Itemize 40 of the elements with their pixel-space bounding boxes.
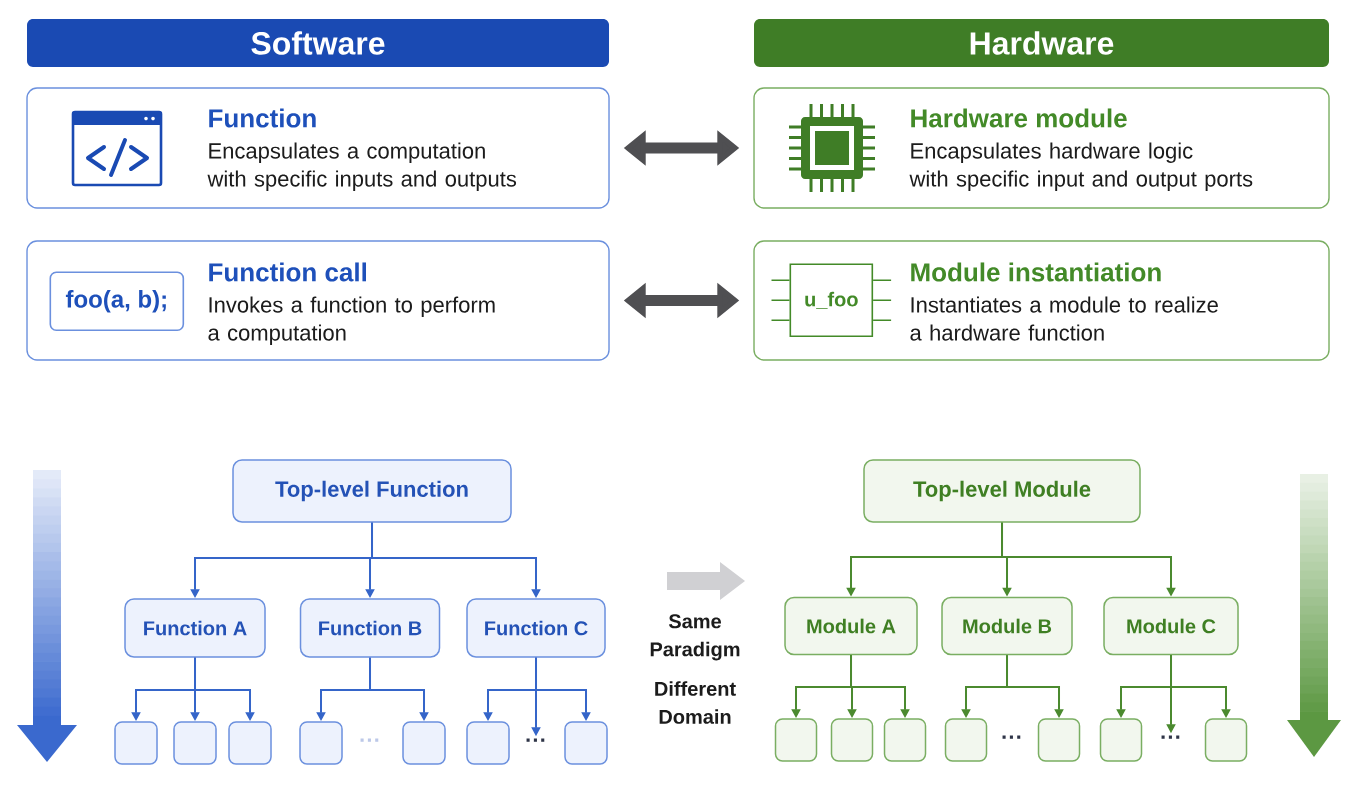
- ellipsis: ···: [360, 738, 379, 742]
- hierarchy-box: Module A: [784, 596, 918, 656]
- module-block: u_foo: [770, 263, 892, 338]
- empty-box: [774, 718, 818, 762]
- header-bar: Software: [27, 19, 609, 67]
- ellipsis: ···: [526, 738, 545, 742]
- empty-box: [1037, 718, 1081, 762]
- card-text: Encapsulates hardware logic with specific input and output ports: [909, 142, 1253, 191]
- card-title: Function call: [209, 262, 366, 282]
- code-snippet-box: foo(a, b);: [49, 271, 185, 332]
- empty-box: [299, 721, 343, 765]
- empty-box: [228, 721, 272, 765]
- empty-box: [944, 718, 988, 762]
- card-title: Hardware module: [911, 108, 1127, 128]
- hierarchy-box: Function A: [124, 598, 266, 658]
- empty-box: [1204, 718, 1248, 762]
- card-text: Instantiates a module to realize a hardware function: [910, 296, 1218, 341]
- card-title: Module instantiation: [911, 262, 1161, 282]
- header-bar: Hardware: [754, 19, 1329, 67]
- ellipsis: ···: [1002, 735, 1021, 739]
- card-title: Function: [209, 108, 316, 128]
- empty-box: [466, 721, 510, 765]
- hierarchy-box: Top-level Module: [863, 459, 1141, 523]
- empty-box: [114, 721, 158, 765]
- ellipsis: ···: [1161, 735, 1180, 739]
- empty-box: [883, 718, 927, 762]
- hierarchy-box: Function B: [299, 598, 441, 658]
- side-note: Same Paradigm: [650, 614, 740, 661]
- empty-box: [173, 721, 217, 765]
- empty-box: [402, 721, 446, 765]
- empty-box: [830, 718, 874, 762]
- hierarchy-box: Module C: [1103, 596, 1239, 656]
- hierarchy-box: Function C: [466, 598, 606, 658]
- hierarchy-box: Top-level Function: [232, 459, 512, 523]
- empty-box: [1099, 718, 1143, 762]
- empty-box: [564, 721, 608, 765]
- card-text: Invokes a function to perform a computation: [208, 296, 495, 345]
- card-text: Encapsulates a computation with specific inputs and outputs: [207, 142, 517, 191]
- side-note: Different Domain: [655, 681, 736, 724]
- hierarchy-box: Module B: [941, 596, 1073, 656]
